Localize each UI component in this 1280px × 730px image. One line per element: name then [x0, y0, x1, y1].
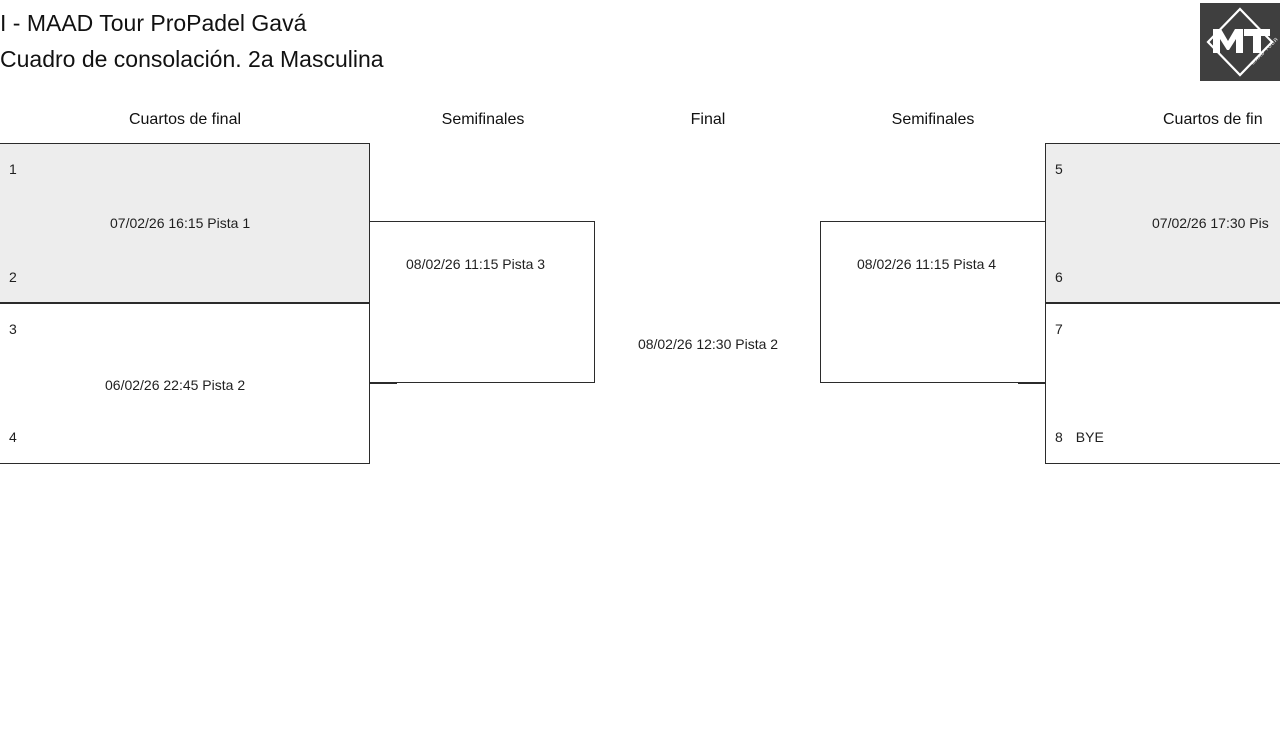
seed-label: 7 — [1055, 321, 1063, 337]
round-header-semifinals-left: Semifinales — [441, 111, 525, 128]
seed-label: 5 — [1055, 161, 1063, 177]
match-box-qf-left-2[interactable]: 3 4 06/02/26 22:45 Pista 2 — [0, 303, 370, 464]
match-schedule: 08/02/26 11:15 Pista 3 — [406, 256, 546, 272]
seed-label: 2 — [9, 269, 17, 285]
bye-label: BYE — [1075, 429, 1104, 445]
match-schedule: 07/02/26 17:30 Pis — [1152, 215, 1269, 231]
match-box-qf-right-1[interactable]: 5 6 07/02/26 17:30 Pis — [1045, 143, 1280, 303]
match-box-sf-right[interactable]: 08/02/26 11:15 Pista 4 — [820, 221, 1046, 383]
match-schedule-final: 08/02/26 12:30 Pista 2 — [637, 336, 779, 352]
match-box-sf-left[interactable]: 08/02/26 11:15 Pista 3 — [369, 221, 595, 383]
connector-qf-right-2 — [1018, 383, 1046, 384]
connector-qf-left-2 — [369, 383, 397, 384]
round-header-semifinals-right: Semifinales — [891, 111, 975, 128]
seed-label: 4 — [9, 429, 17, 445]
bracket-subtitle: Cuadro de consolación. 2a Masculina — [0, 46, 384, 72]
tournament-name: I - MAAD Tour ProPadel Gavá — [0, 10, 307, 36]
round-header-quarterfinals-right: Cuartos de fin — [1163, 111, 1263, 128]
maad-tour-logo: MAAD TOUR — [1200, 3, 1280, 81]
match-schedule: 08/02/26 11:15 Pista 4 — [857, 256, 997, 272]
seed-label: 1 — [9, 161, 17, 177]
round-header-final: Final — [690, 111, 726, 128]
logo-mark-icon: MAAD TOUR — [1200, 3, 1280, 81]
match-schedule: 06/02/26 22:45 Pista 2 — [105, 377, 246, 393]
match-schedule: 07/02/26 16:15 Pista 1 — [110, 215, 251, 231]
connector-qf-right-1 — [1018, 221, 1046, 222]
seed-label: 6 — [1055, 269, 1063, 285]
match-box-qf-left-1[interactable]: 1 2 07/02/26 16:15 Pista 1 — [0, 143, 370, 303]
seed-label: 3 — [9, 321, 17, 337]
round-header-quarterfinals-left: Cuartos de final — [128, 111, 242, 128]
page-title: I - MAAD Tour ProPadel Gavá Cuadro de co… — [0, 5, 384, 77]
